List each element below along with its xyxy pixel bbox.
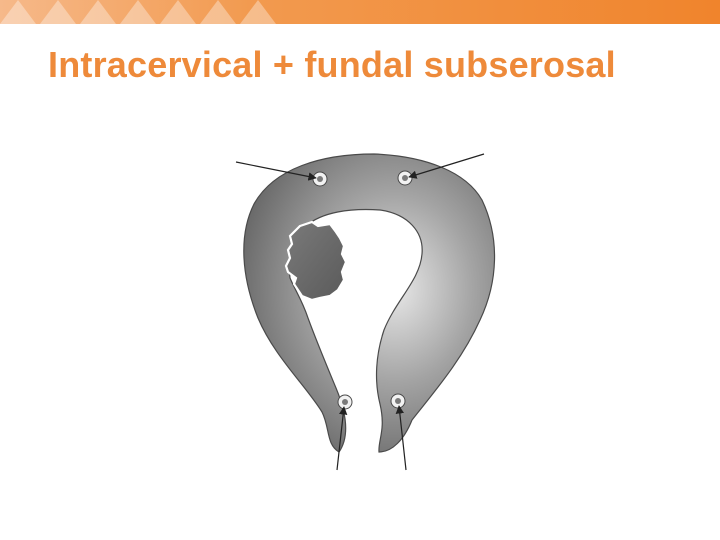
cervical-site-left	[337, 394, 353, 410]
fundal-site-right	[397, 170, 413, 186]
needle-arrow-cervical-right	[395, 405, 407, 471]
slide-title: Intracervical + fundal subserosal	[48, 44, 616, 85]
header-bar-fill	[0, 0, 720, 24]
header-triangle-pattern	[0, 0, 276, 24]
needle-arrow-fundal-left	[235, 161, 317, 181]
uterus-body	[243, 153, 496, 453]
header-banner	[0, 0, 720, 24]
fundal-site-left	[312, 171, 328, 187]
needle-arrow-cervical-left	[336, 406, 348, 471]
cervical-site-right	[390, 393, 406, 409]
intracervical-fibroid	[284, 220, 348, 302]
needle-arrow-fundal-right	[408, 153, 485, 179]
